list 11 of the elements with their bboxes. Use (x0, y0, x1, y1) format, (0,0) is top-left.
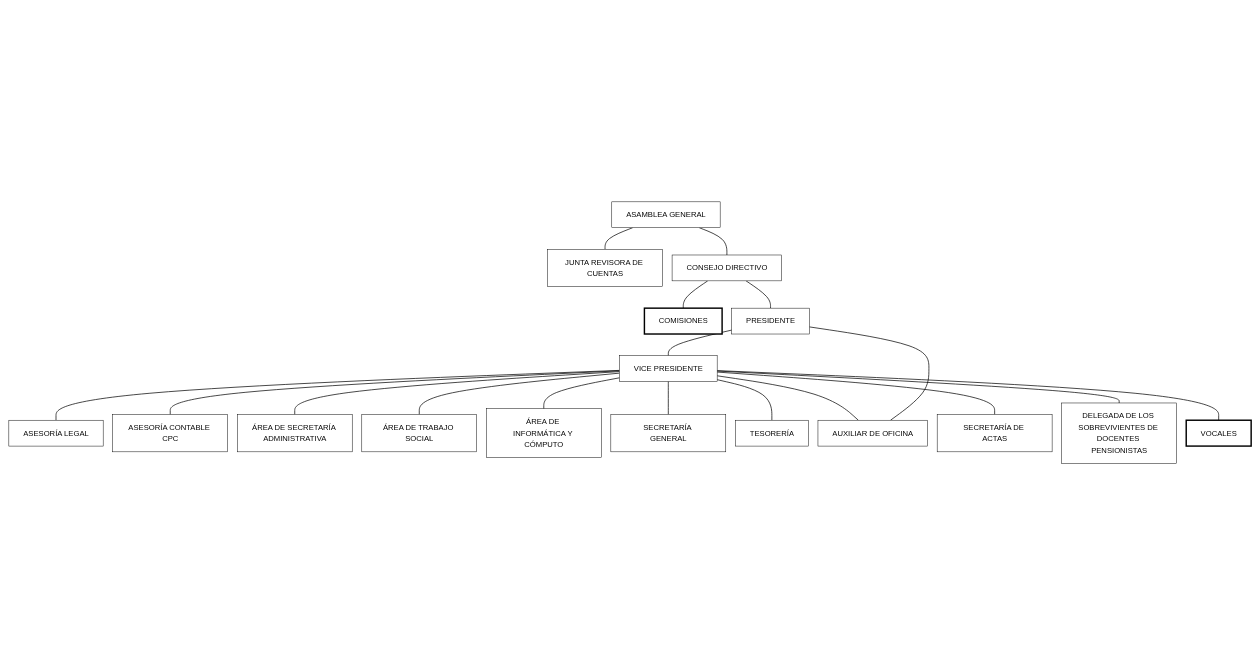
connector (716, 370, 1220, 421)
connector (294, 371, 620, 416)
connector (716, 372, 995, 416)
connector (55, 370, 620, 421)
connector (543, 377, 620, 410)
connector (716, 371, 1120, 404)
connector (809, 326, 930, 421)
connector (169, 370, 620, 416)
connector (716, 375, 859, 421)
connector (716, 379, 773, 421)
connector (418, 373, 620, 416)
